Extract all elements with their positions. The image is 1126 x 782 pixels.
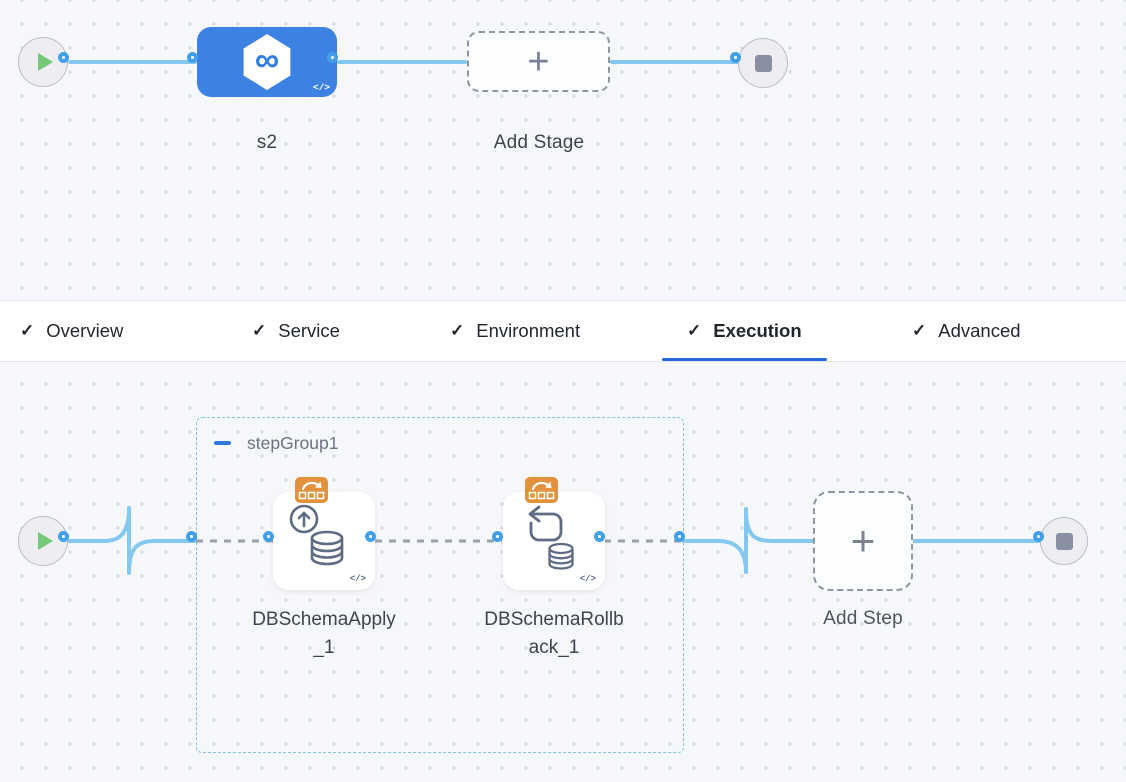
yaml-code-icon: </> (579, 574, 596, 584)
step-label: DBSchemaApply_1 (252, 609, 396, 658)
stage-label: s2 (256, 132, 278, 153)
stop-icon (1055, 532, 1073, 550)
tab-label: Service (278, 320, 340, 341)
looping-strategy-icon[interactable] (295, 477, 328, 503)
harness-stage-icon: ∞ (243, 34, 291, 90)
tab-environment[interactable]: ✓ Environment (425, 301, 605, 361)
port-stage-in (187, 52, 198, 63)
check-icon: ✓ (450, 321, 465, 340)
plus-icon: + (850, 517, 876, 564)
port-step2-out (594, 531, 605, 542)
check-icon: ✓ (687, 321, 702, 340)
infinity-glyph: ∞ (254, 40, 280, 79)
step-group-label: stepGroup1 (247, 433, 339, 453)
step-dbschemarollback[interactable]: </> (503, 492, 605, 590)
collapse-group-icon[interactable] (214, 441, 231, 445)
port-stage-out (327, 52, 338, 63)
step-dbschemaapply[interactable]: </> (273, 492, 375, 590)
execution-edges (66, 506, 1045, 575)
tab-label: Environment (476, 320, 581, 341)
active-tab-underline (662, 357, 827, 361)
add-stage-label: Add Stage (493, 132, 585, 153)
db-schema-rollback-icon (528, 505, 574, 570)
edge-stage-to-addstage (337, 60, 467, 64)
tab-execution[interactable]: ✓ Execution (662, 301, 827, 361)
add-step-button[interactable]: + (813, 491, 913, 591)
port-step2-in (492, 531, 503, 542)
db-schema-apply-icon (289, 504, 344, 566)
step-group-container (196, 417, 684, 753)
tab-label: Execution (713, 320, 802, 341)
yaml-code-icon: </> (312, 82, 330, 93)
edge-start-to-stage (68, 60, 197, 64)
port-group-out (674, 531, 685, 542)
port-exec-end-in (1033, 531, 1044, 542)
tab-label: Advanced (938, 320, 1021, 341)
port-group-in (186, 531, 197, 542)
yaml-code-icon: </> (349, 574, 366, 584)
tab-overview[interactable]: ✓ Overview (0, 301, 148, 361)
tab-label: Overview (46, 320, 124, 341)
add-step-label: Add Step (823, 608, 903, 629)
port-end-in (730, 52, 741, 63)
port-start-out (58, 52, 69, 63)
looping-strategy-icon[interactable] (525, 477, 558, 503)
step-label: DBSchemaRollback_1 (484, 609, 624, 658)
tab-advanced[interactable]: ✓ Advanced (887, 301, 1046, 361)
port-step1-in (263, 531, 274, 542)
stage-node-s2[interactable]: ∞ </> (197, 27, 337, 97)
stage-config-tabbar: ✓ Overview ✓ Service ✓ Environment ✓ Exe… (0, 300, 1126, 362)
check-icon: ✓ (252, 321, 267, 340)
check-icon: ✓ (912, 321, 927, 340)
tab-service[interactable]: ✓ Service (227, 301, 365, 361)
port-step1-out (365, 531, 376, 542)
plus-icon: + (527, 40, 550, 83)
execution-end-node (1040, 517, 1088, 565)
stop-icon (754, 54, 772, 72)
edge-addstage-to-end (610, 60, 740, 64)
port-exec-start-out (58, 531, 69, 542)
pipeline-end-node (738, 38, 788, 88)
play-icon (38, 532, 53, 550)
play-icon (38, 53, 53, 71)
add-stage-button[interactable]: + (467, 31, 610, 92)
check-icon: ✓ (20, 321, 35, 340)
